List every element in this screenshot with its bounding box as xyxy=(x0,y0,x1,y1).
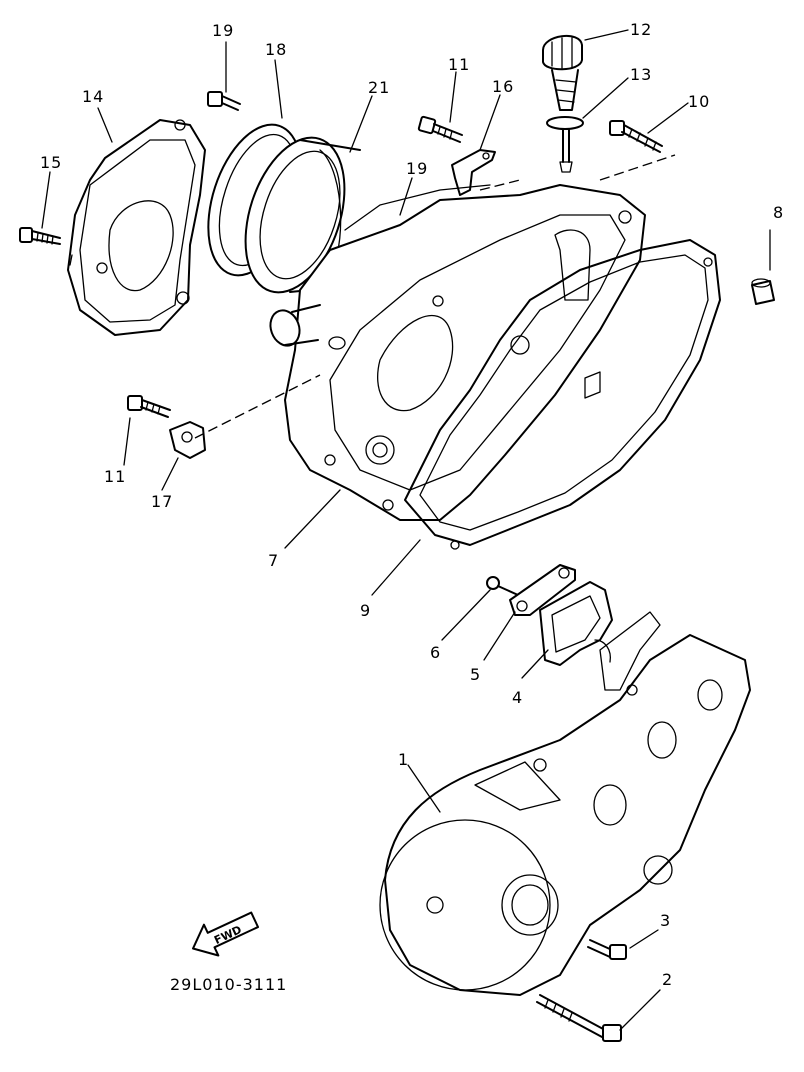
label-part-1: 1 xyxy=(398,750,409,769)
leader-lines xyxy=(41,29,771,1031)
label-part-16: 16 xyxy=(492,77,514,96)
part-11-bolt-lower xyxy=(127,395,171,418)
part-10-bolt xyxy=(609,120,663,153)
label-part-2: 2 xyxy=(662,970,673,989)
part-1-main-cover xyxy=(379,611,751,996)
label-part-17: 17 xyxy=(151,492,173,511)
label-part-20: 19 xyxy=(212,21,234,40)
part-17-clamp xyxy=(169,421,206,459)
label-part-18: 18 xyxy=(265,40,287,59)
part-6-screw xyxy=(486,576,519,596)
label-part-9: 9 xyxy=(360,601,371,620)
label-part-8: 8 xyxy=(773,203,784,222)
part-19-gasket xyxy=(344,184,491,231)
label-part-13: 13 xyxy=(630,65,652,84)
label-part-14: 14 xyxy=(82,87,104,106)
label-part-11-upper: 11 xyxy=(448,55,470,74)
oil-filler-neck xyxy=(269,304,346,350)
label-part-12: 12 xyxy=(630,20,652,39)
part-2-bolt xyxy=(536,994,622,1042)
label-part-6: 6 xyxy=(430,643,441,662)
label-part-15: 15 xyxy=(40,153,62,172)
label-part-7: 7 xyxy=(268,551,279,570)
label-part-21: 21 xyxy=(368,78,390,97)
part-20-bolt xyxy=(207,91,241,111)
label-part-10: 10 xyxy=(688,92,710,111)
part-3-bolt xyxy=(587,939,627,960)
part-15-bolt xyxy=(19,227,61,245)
part-4-plate xyxy=(539,581,613,666)
part-16-clip xyxy=(451,149,496,196)
part-14-cover xyxy=(67,119,206,336)
label-part-11-lower: 11 xyxy=(104,467,126,486)
label-part-5: 5 xyxy=(470,665,481,684)
fwd-arrow-icon: FWD xyxy=(191,911,260,957)
label-part-3: 3 xyxy=(660,911,671,930)
part-9-gasket xyxy=(404,239,721,550)
part-12-oil-cap xyxy=(542,34,583,111)
part-labels: 19 18 21 11 16 12 13 10 14 15 19 8 11 17… xyxy=(40,20,784,989)
label-part-4: 4 xyxy=(512,688,523,707)
diagram-code: 29L010-3111 xyxy=(170,975,287,994)
part-11-bolt-upper xyxy=(417,115,463,143)
part-7-crankcase-cover xyxy=(284,184,646,521)
label-part-19: 19 xyxy=(406,159,428,178)
part-5-plate xyxy=(509,564,576,616)
part-13-oring xyxy=(546,116,584,173)
part-8-plug xyxy=(751,278,775,305)
